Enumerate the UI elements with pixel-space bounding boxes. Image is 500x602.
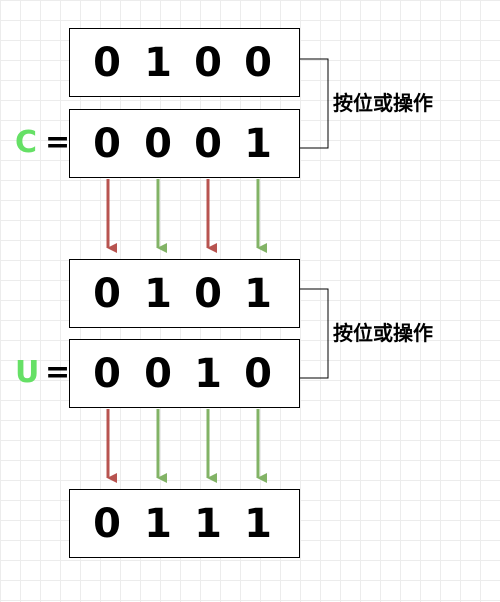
digit: 0: [144, 350, 172, 397]
label-u: U: [15, 355, 40, 390]
digit: 1: [144, 39, 172, 86]
binary-box-result: 0 1 1 1: [69, 489, 300, 558]
digit: 0: [93, 500, 121, 547]
equals-sign: =: [45, 125, 71, 160]
digit: 1: [244, 270, 272, 317]
digit: 0: [244, 39, 272, 86]
digit: 1: [144, 500, 172, 547]
binary-box-row-1: 0 1 0 0: [69, 28, 300, 97]
digit: 0: [194, 39, 222, 86]
digit: 0: [244, 350, 272, 397]
bracket-bottom: [300, 288, 329, 379]
equals-sign: =: [45, 355, 71, 390]
binary-box-u: 0 0 1 0: [69, 339, 300, 408]
operation-label-or-1: 按位或操作: [333, 91, 433, 115]
digit: 1: [144, 270, 172, 317]
bracket-top: [300, 58, 329, 149]
digit: 0: [194, 270, 222, 317]
digit: 0: [93, 350, 121, 397]
digit: 0: [93, 120, 121, 167]
operation-label-or-2: 按位或操作: [333, 321, 433, 345]
digit: 0: [93, 270, 121, 317]
digit: 0: [144, 120, 172, 167]
binary-box-row-3: 0 1 0 1: [69, 259, 300, 328]
digit: 0: [93, 39, 121, 86]
binary-box-c: 0 0 0 1: [69, 109, 300, 178]
digit: 1: [244, 120, 272, 167]
digit: 1: [244, 500, 272, 547]
digit: 1: [194, 350, 222, 397]
digit: 0: [194, 120, 222, 167]
label-c: C: [15, 125, 38, 160]
digit: 1: [194, 500, 222, 547]
